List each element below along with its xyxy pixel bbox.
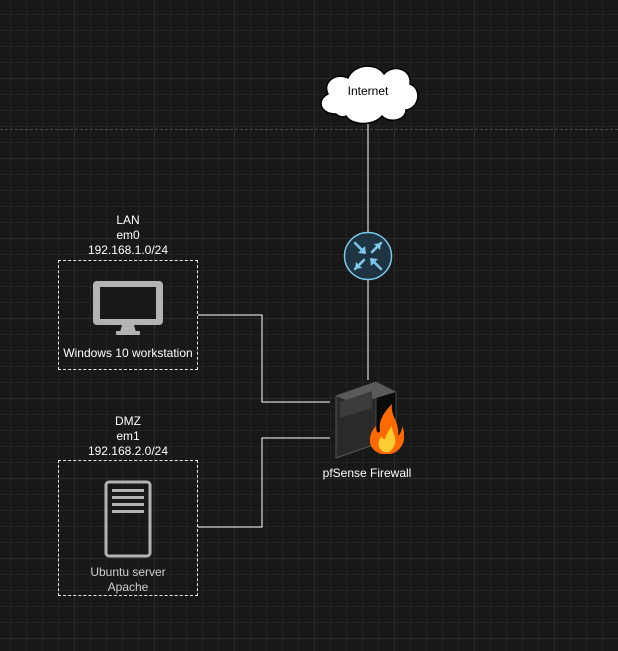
dmz-host-label-line2: Apache (107, 580, 149, 594)
page-break-line (0, 129, 618, 130)
dmz-subnet: 192.168.2.0/24 (87, 444, 169, 458)
router[interactable] (343, 231, 393, 281)
lan-host-label: Windows 10 workstation (63, 346, 193, 360)
internet-label: Internet (347, 84, 389, 98)
router-icon (343, 231, 393, 281)
lan-subnet: 192.168.1.0/24 (87, 243, 169, 257)
lan-zone-name: LAN (116, 213, 140, 227)
dmz-zone-name: DMZ (115, 414, 141, 428)
wire-dmz-firewall (198, 437, 330, 528)
wire-lan-firewall (198, 314, 330, 403)
dmz-zone[interactable] (58, 460, 198, 596)
cloud-icon (320, 65, 419, 125)
lan-zone[interactable] (58, 260, 198, 370)
dmz-interface: em1 (116, 429, 140, 443)
dmz-host-label-line1: Ubuntu server (90, 565, 166, 579)
firewall-icon (335, 381, 405, 459)
lan-host[interactable] (92, 280, 164, 336)
lan-interface: em0 (116, 228, 140, 242)
monitor-icon (93, 281, 163, 335)
firewall[interactable] (332, 378, 405, 462)
dmz-host-label: Ubuntu server Apache (58, 565, 198, 595)
dmz-host[interactable] (104, 480, 152, 558)
internet-cloud[interactable] (312, 58, 424, 128)
server-icon (104, 480, 152, 558)
firewall-label: pfSense Firewall (322, 466, 412, 480)
